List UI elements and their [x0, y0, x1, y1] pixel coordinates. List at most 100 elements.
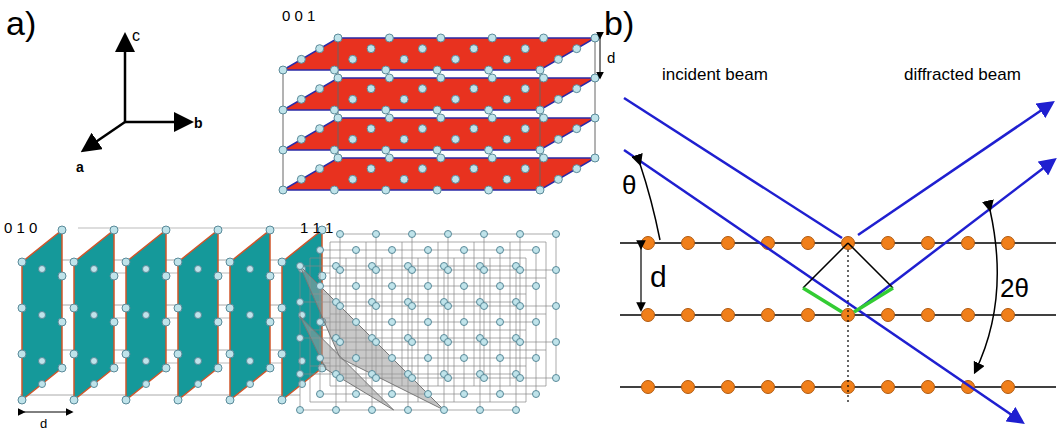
atom: [278, 396, 286, 404]
atom: [400, 175, 408, 183]
atom: [266, 272, 274, 280]
atom: [452, 175, 460, 183]
stroke: [338, 38, 339, 158]
atom: [441, 407, 448, 414]
atom: [318, 272, 326, 280]
atom: [317, 283, 324, 290]
atom: [18, 258, 26, 266]
atom: [278, 304, 286, 312]
atom: [373, 267, 380, 274]
atom: [521, 45, 529, 53]
atom: [278, 350, 286, 358]
atom: [385, 34, 393, 42]
plane-stack-010: [18, 226, 330, 404]
atom: [553, 231, 560, 238]
atom: [122, 304, 130, 312]
label: c: [132, 28, 140, 44]
atom: [297, 263, 304, 270]
atom: [330, 66, 338, 74]
path-difference-highlight: [803, 288, 893, 312]
atom: [367, 165, 375, 173]
atom: [497, 283, 504, 290]
atom: [882, 381, 895, 394]
atom: [485, 66, 493, 74]
atom: [400, 95, 408, 103]
atom: [226, 396, 234, 404]
atom: [433, 146, 441, 154]
atom: [400, 135, 408, 143]
atom: [591, 114, 599, 122]
atom: [143, 358, 150, 365]
atom: [330, 106, 338, 114]
atom: [400, 55, 408, 63]
atom: [369, 407, 376, 414]
atom: [503, 95, 511, 103]
atom: [536, 186, 544, 194]
atom: [553, 339, 560, 346]
atom: [174, 350, 182, 358]
atom: [214, 364, 222, 372]
atom: [497, 355, 504, 362]
atom: [470, 165, 478, 173]
atom: [418, 45, 426, 53]
atom: [533, 391, 540, 398]
atom: [367, 125, 375, 133]
atom: [481, 375, 488, 382]
stroke: [595, 38, 596, 158]
atom: [337, 231, 344, 238]
atom: [554, 55, 562, 63]
atom: [297, 371, 304, 378]
atom: [91, 266, 98, 273]
atom: [162, 226, 170, 234]
atom: [485, 106, 493, 114]
atom: [143, 381, 150, 388]
label: 2θ: [1000, 275, 1029, 301]
label: 0 1 0: [4, 220, 37, 235]
atom: [533, 283, 540, 290]
atom: [110, 364, 118, 372]
lattice-plane: [178, 230, 218, 400]
atom: [389, 319, 396, 326]
atom: [110, 318, 118, 326]
label: 1 1 1: [300, 220, 333, 235]
atom: [762, 381, 775, 394]
atom: [174, 258, 182, 266]
atom: [278, 258, 286, 266]
atom: [445, 375, 452, 382]
atom: [521, 85, 529, 93]
atom: [433, 186, 441, 194]
atom: [162, 318, 170, 326]
atom: [334, 34, 342, 42]
atom: [382, 146, 390, 154]
atom: [517, 231, 524, 238]
atom: [488, 34, 496, 42]
atom: [110, 226, 118, 234]
atom: [437, 34, 445, 42]
atom: [70, 304, 78, 312]
atom: [882, 237, 895, 250]
atom: [481, 231, 488, 238]
atom: [214, 226, 222, 234]
atom: [533, 319, 540, 326]
atom: [297, 175, 305, 183]
atom: [477, 407, 484, 414]
atom: [503, 175, 511, 183]
atom: [162, 272, 170, 280]
atom: [247, 266, 254, 273]
atom: [533, 247, 540, 254]
atom: [802, 309, 815, 322]
atom: [316, 125, 324, 133]
atom: [485, 186, 493, 194]
atom: [573, 125, 581, 133]
spacing-arrow: [600, 38, 601, 78]
atom: [445, 231, 452, 238]
atom: [389, 247, 396, 254]
atom: [573, 45, 581, 53]
atom: [266, 364, 274, 372]
lattice-plane: [283, 38, 595, 70]
atom: [353, 319, 360, 326]
atom: [922, 309, 935, 322]
atom: [554, 175, 562, 183]
lattice-plane: [282, 230, 322, 400]
atom: [437, 154, 445, 162]
